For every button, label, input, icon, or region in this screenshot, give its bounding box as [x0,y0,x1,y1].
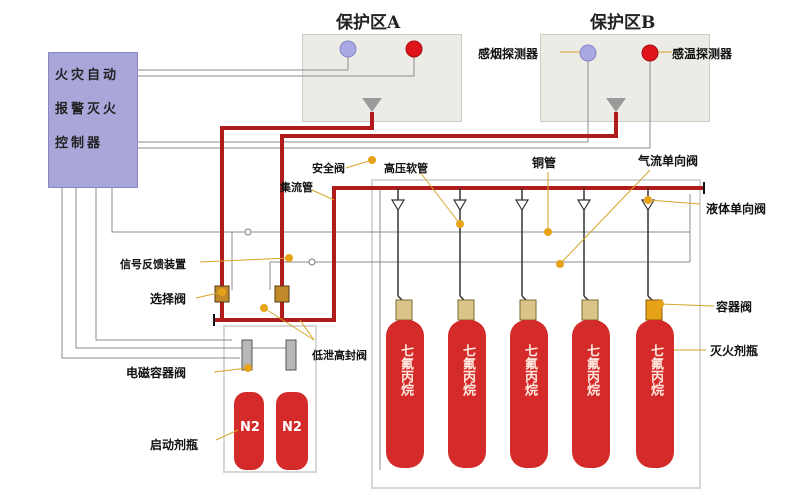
label-manifold: 集流管 [280,181,313,194]
label-high-pressure-hose: 高压软管 [384,162,428,175]
label-selector-valve: 选择阀 [150,292,187,306]
label-extinguisher-bottle: 灭火剂瓶 [710,344,759,358]
protected-zone-b [540,34,710,122]
zone-b-title: 保护区B [590,13,656,33]
label-copper-pipe: 铜管 [532,156,557,170]
agent-bottle-3 [510,299,548,468]
fire-alarm-controller: 火灾自动 报警灭火 控制器 [48,52,138,188]
zone-a-title: 保护区A [336,13,401,33]
heat-detector-b [641,44,659,62]
label-heat-detector: 感温探测器 [672,47,733,61]
smoke-detector-b [579,44,597,62]
label-solenoid-valve: 电磁容器阀 [126,366,187,380]
label-gas-check-valve: 气流单向阀 [638,154,699,168]
label-safety-valve: 安全阀 [312,162,345,175]
agent-bottle-5-text: 七氟丙烷 [648,344,663,396]
label-liquid-check-valve: 液体单向阀 [706,202,767,216]
start-bottle-2-text: N2 [282,420,302,435]
controller-line-3: 控制器 [55,136,104,151]
controller-line-1: 火灾自动 [55,68,120,83]
label-signal-feedback: 信号反馈装置 [120,258,186,271]
agent-bottle-4 [572,299,610,468]
agent-bottle-3-text: 七氟丙烷 [522,344,537,396]
label-start-bottle: 启动剂瓶 [150,438,199,452]
heat-detector-a [405,40,423,58]
start-bottle-1 [234,339,264,470]
label-smoke-detector: 感烟探测器 [478,47,539,61]
agent-bottle-4-text: 七氟丙烷 [584,344,599,396]
agent-bottle-2-text: 七氟丙烷 [460,344,475,396]
smoke-detector-a [339,40,357,58]
controller-line-2: 报警灭火 [55,102,120,117]
agent-bottle-1-text: 七氟丙烷 [398,344,413,396]
start-bottle-1-text: N2 [240,420,260,435]
label-container-valve: 容器阀 [716,300,753,314]
label-low-leak-valve: 低泄高封阀 [312,349,367,362]
agent-bottle-2 [448,299,486,468]
start-bottle-2 [276,339,308,470]
protected-zone-a [302,34,462,122]
agent-bottle-1 [386,299,424,468]
